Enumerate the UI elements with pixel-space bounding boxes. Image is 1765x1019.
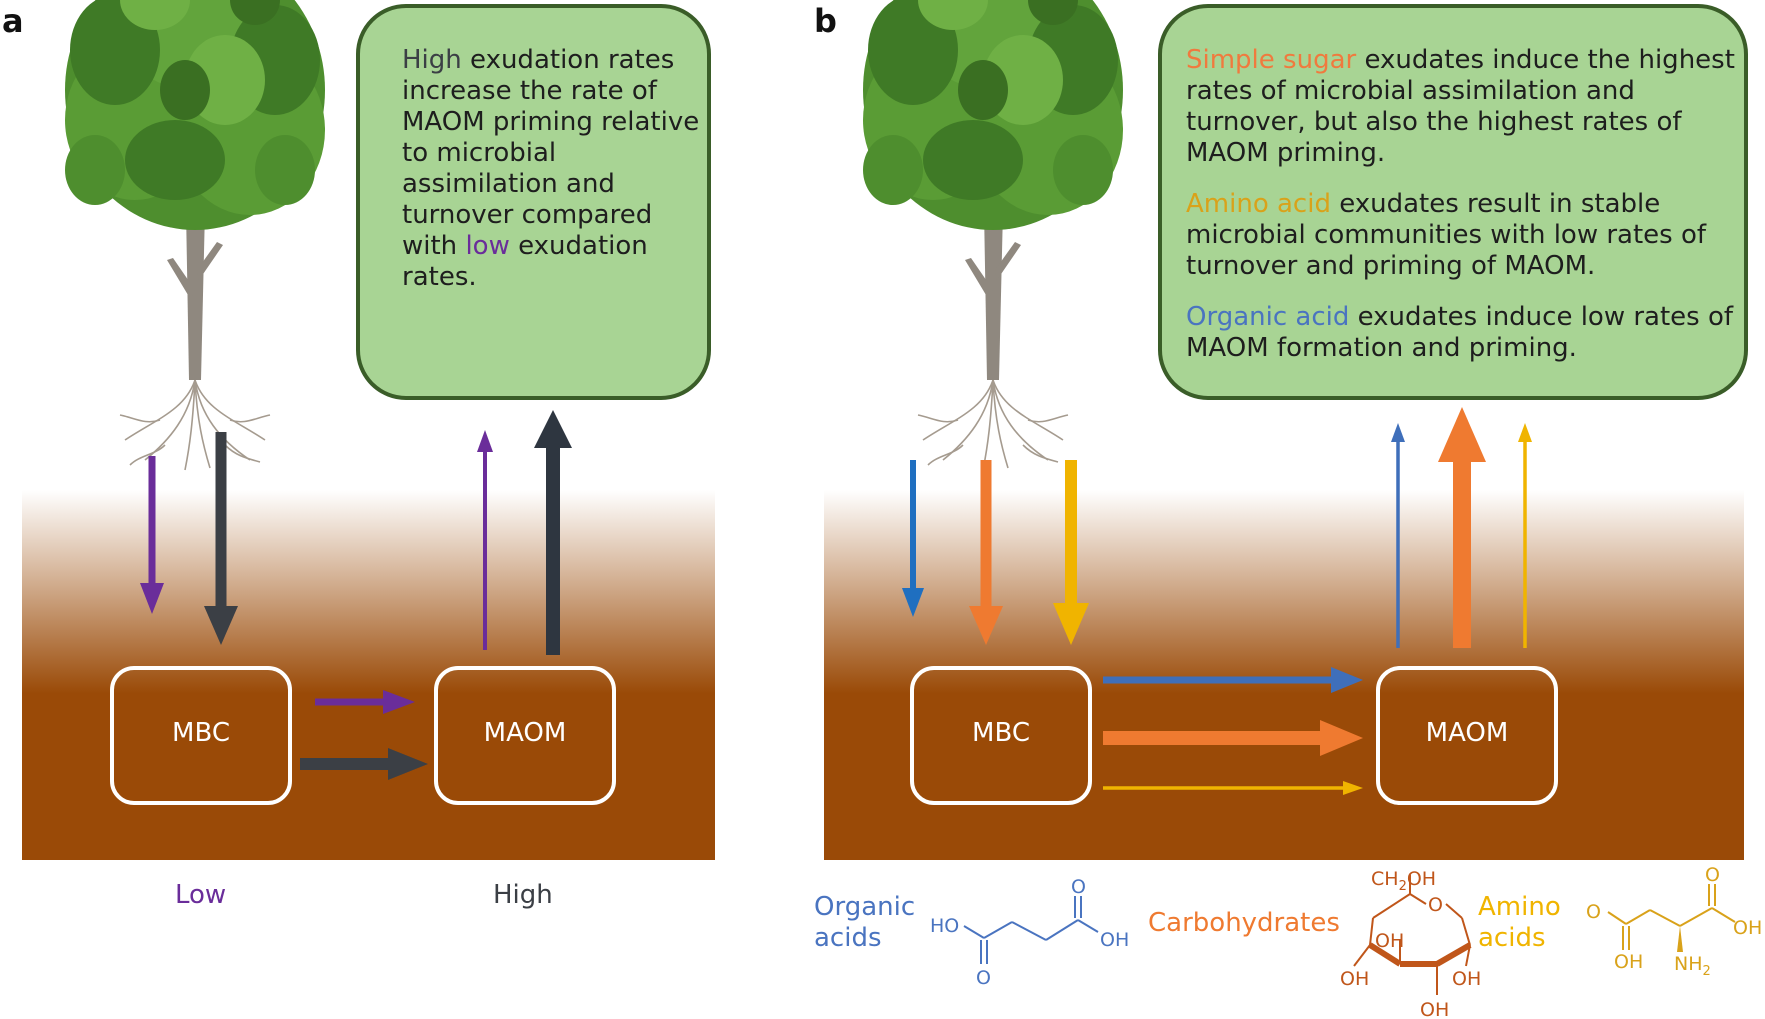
maom-label-a: MAOM — [483, 718, 567, 748]
glucose-oh-inner: OH — [1375, 930, 1404, 952]
arrow-high-mbc-to-maom — [300, 748, 428, 780]
glucose-oh-bottom: OH — [1420, 999, 1449, 1019]
callout-b-amino-word: Amino acid — [1186, 189, 1331, 219]
legend-organic-acids: Organic acids — [814, 892, 915, 954]
aspartic-nh2: NH2 — [1674, 953, 1711, 979]
arrow-high-maom-priming — [534, 410, 572, 655]
glucose-ring-o: O — [1428, 894, 1443, 916]
mbc-box-a — [110, 666, 292, 805]
maom-label-b: MAOM — [1425, 718, 1509, 748]
arrow-organic-mbc-to-maom — [1103, 667, 1363, 693]
tree-illustration-b — [862, 0, 1124, 471]
aspartic-oh-right: OH — [1733, 917, 1762, 939]
panel-a — [22, 0, 715, 860]
callout-a-text-1: exudation rates increase the rate of MAO… — [402, 45, 700, 261]
succinic-o-bottom: O — [976, 967, 991, 989]
mbc-label-b: MBC — [972, 718, 1030, 748]
arrow-amino-acid-up — [1518, 423, 1532, 648]
tree-illustration-a — [64, 0, 326, 471]
callout-box-b — [1158, 4, 1748, 400]
callout-b-organic-word: Organic acid — [1186, 302, 1350, 332]
glucose-structure — [1353, 875, 1472, 995]
callout-b-sugar-text: exudates induce the highest rates of mic… — [1186, 45, 1735, 168]
high-label: High — [493, 880, 553, 910]
arrow-amino-mbc-to-maom — [1103, 781, 1363, 795]
callout-box-a — [356, 4, 711, 400]
panel-b: HO OH O O CH2OH O OH OH OH OH — [824, 0, 1762, 1019]
callout-b-sugar-word: Simple sugar — [1186, 45, 1357, 75]
callout-b-sugar: Simple sugar exudates induce the highest… — [1186, 45, 1736, 169]
arrow-organic-acid-up — [1391, 423, 1405, 648]
callout-b-amino-text: exudates result in stable microbial comm… — [1186, 189, 1707, 281]
aspartic-o-left: O — [1586, 901, 1601, 923]
succinic-acid-structure — [963, 896, 1099, 964]
succinic-o-top: O — [1071, 876, 1086, 898]
callout-text-b: Simple sugar exudates induce the highest… — [1186, 45, 1736, 384]
legend-carbohydrates: Carbohydrates — [1148, 908, 1340, 938]
callout-a-low-word: low — [465, 231, 510, 261]
succinic-ho: HO — [930, 915, 959, 937]
low-label: Low — [175, 880, 227, 910]
arrow-low-maom-priming — [477, 430, 493, 650]
arrow-high-exudation-down — [204, 432, 238, 645]
callout-b-organic-text: exudates induce low rates of MAOM format… — [1186, 302, 1734, 363]
aspartic-oh-left: OH — [1614, 951, 1643, 973]
legend-amino-line-2: acids — [1478, 923, 1546, 953]
maom-box-b — [1376, 666, 1558, 805]
panel-b-label: b — [814, 2, 837, 40]
aspartic-wedge-bond — [1677, 926, 1683, 952]
arrow-low-mbc-to-maom — [315, 690, 415, 714]
arrow-carbohydrate-mbc-to-maom — [1103, 720, 1363, 756]
glucose-ch2oh: CH2OH — [1371, 868, 1436, 894]
arrow-carbohydrate-down — [969, 460, 1003, 645]
legend-amino-acids: Amino acids — [1478, 892, 1561, 954]
glucose-oh-right: OH — [1452, 968, 1481, 990]
callout-b-organic: Organic acid exudates induce low rates o… — [1186, 302, 1736, 364]
callout-text-a: High exudation rates increase the rate o… — [402, 45, 702, 293]
succinic-oh: OH — [1100, 929, 1129, 951]
aspartic-acid-structure — [1607, 884, 1736, 950]
legend-organic-line-2: acids — [814, 923, 882, 953]
mbc-box-b — [910, 666, 1092, 805]
soil-layer-a — [22, 490, 715, 860]
glucose-oh-left: OH — [1340, 968, 1369, 990]
panel-a-label: a — [2, 2, 24, 40]
legend-organic-line-1: Organic — [814, 892, 916, 922]
callout-a-high-word: High — [402, 45, 462, 75]
maom-box-a — [434, 666, 616, 805]
arrow-low-exudation-down — [140, 456, 164, 614]
callout-a-text-2: exudation rates. — [402, 231, 648, 292]
soil-layer-b — [824, 490, 1744, 860]
arrow-carbohydrate-up — [1438, 407, 1486, 648]
aspartic-o-top: O — [1705, 864, 1720, 886]
mbc-label-a: MBC — [172, 718, 230, 748]
legend-amino-line-1: Amino — [1478, 892, 1561, 922]
callout-b-amino: Amino acid exudates result in stable mic… — [1186, 189, 1736, 282]
arrow-organic-acid-down — [902, 460, 924, 617]
arrow-amino-acid-down — [1053, 460, 1089, 645]
